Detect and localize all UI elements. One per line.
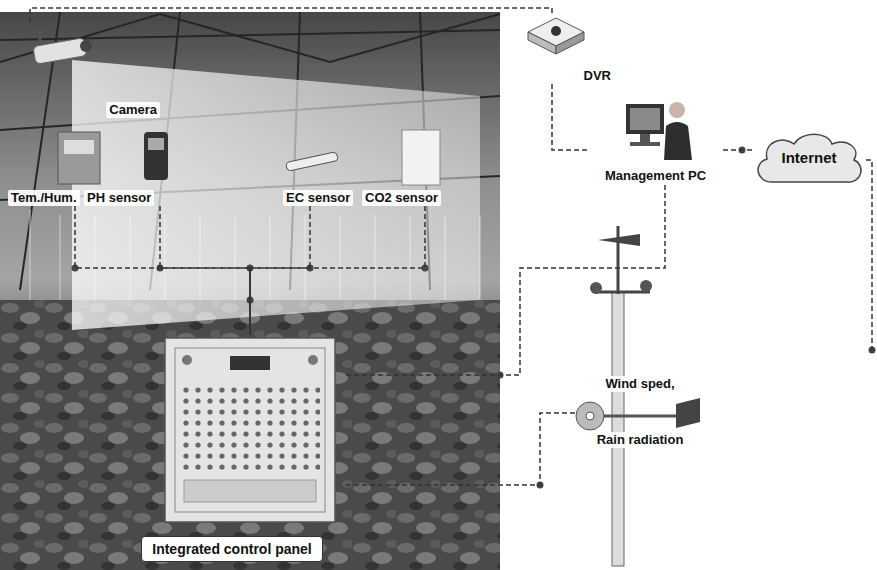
control-panel-cabinet — [230, 356, 270, 370]
node-label: Integrated control panel — [141, 536, 322, 562]
temperature-humidity-sensor-icon — [58, 132, 100, 184]
dashed-connector — [75, 206, 250, 335]
node-label: EC sensor — [283, 190, 353, 206]
dvr-node: DVR — [522, 14, 614, 84]
ph-sensor-icon — [144, 132, 168, 180]
cloud-label: Internet — [781, 150, 836, 166]
dashed-connector — [346, 413, 575, 485]
cloud-outline — [758, 134, 861, 182]
dashed-connector — [552, 84, 588, 150]
control-panel-cabinet — [184, 480, 316, 502]
sensor-node: CO2 sensor — [362, 128, 470, 206]
control-panel-node: Integrated control panel — [118, 335, 346, 562]
dashed-connector — [250, 206, 425, 335]
junction-dots — [72, 147, 876, 489]
greenhouse-photo — [0, 12, 500, 570]
management-pc-icon — [630, 108, 660, 130]
weather-station — [598, 234, 640, 246]
greenhouse-photo — [0, 30, 500, 40]
camera-icon — [80, 40, 92, 52]
weather-station — [612, 292, 624, 566]
camera-node: Camera — [20, 22, 160, 118]
weather-station — [594, 291, 650, 294]
management-pc-icon — [630, 142, 660, 146]
ec-sensor-icon — [286, 152, 339, 172]
management-pc-icon — [626, 104, 664, 134]
ph-sensor-icon — [148, 138, 164, 150]
management-pc-icon — [664, 122, 692, 160]
node-label: Rain radiation — [594, 432, 687, 448]
management-pc-icon — [640, 134, 650, 142]
dashed-connector — [250, 206, 310, 335]
camera-icon — [33, 38, 87, 65]
sensor-node: EC sensor — [283, 128, 355, 206]
weather-station — [640, 280, 652, 292]
pc-node: Management PC — [588, 96, 723, 184]
weather-station — [590, 282, 602, 294]
control-panel-cabinet — [175, 348, 325, 512]
control-panel-cabinet — [165, 338, 335, 522]
greenhouse-photo — [0, 12, 500, 570]
weather-station — [676, 398, 700, 428]
weather-station — [576, 402, 604, 430]
weather-station — [617, 226, 620, 294]
node-label: DVR — [581, 68, 614, 84]
internet-cloud: Internet — [752, 130, 866, 186]
node-label: PH sensor — [84, 190, 154, 206]
node-label: Management PC — [602, 168, 709, 184]
dashed-connector — [30, 8, 552, 22]
dashed-connector — [723, 149, 752, 151]
dvr-icon — [556, 32, 584, 54]
greenhouse-photo — [72, 60, 480, 330]
dvr-icon — [551, 26, 561, 36]
temperature-humidity-sensor-icon — [58, 132, 100, 184]
weather-station — [576, 226, 700, 566]
temperature-humidity-sensor-icon — [64, 140, 94, 154]
management-pc-icon — [669, 102, 685, 118]
co2-sensor-icon — [402, 130, 440, 185]
management-pc-icon — [626, 102, 692, 160]
ec-sensor-icon — [286, 152, 339, 172]
greenhouse-photo — [0, 300, 500, 570]
node-label: Wind sped, — [602, 376, 677, 392]
sensor-node: PH sensor — [84, 128, 189, 206]
weather-station — [586, 412, 594, 420]
control-panel-cabinet — [308, 355, 318, 365]
dashed-connector — [160, 206, 250, 335]
weather-station-node: Wind sped, Rain radiation — [575, 376, 705, 448]
camera-icon — [39, 30, 42, 44]
co2-sensor-icon — [402, 130, 440, 185]
control-panel-cabinet — [182, 355, 192, 365]
control-panel-cabinet — [165, 338, 335, 522]
node-label: Camera — [106, 102, 160, 118]
internet-wire — [866, 160, 872, 350]
camera-icon — [33, 30, 92, 64]
node-label: CO2 sensor — [362, 190, 441, 206]
node-label: Tem./Hum. — [8, 190, 80, 206]
control-panel-cabinet — [180, 385, 320, 473]
dashed-connector — [346, 184, 665, 375]
dvr-icon — [528, 32, 556, 54]
ph-sensor-icon — [144, 132, 168, 180]
dvr-icon — [528, 18, 584, 54]
